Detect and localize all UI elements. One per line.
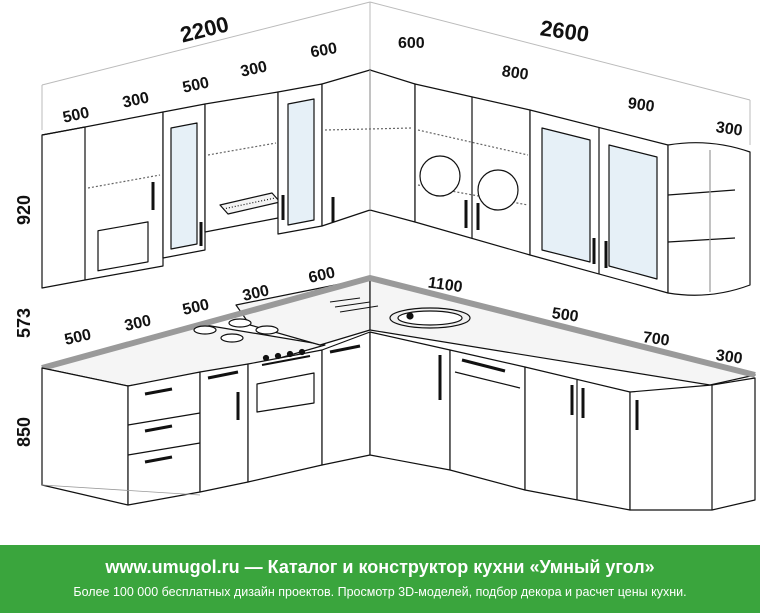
lower-end-cabinet	[629, 377, 756, 511]
oven-door	[256, 372, 315, 413]
dim-lower-corner: 600	[307, 264, 337, 287]
lower-sink-cabinet	[369, 331, 451, 471]
dim-lower-right-4: 300	[715, 347, 744, 368]
dim-upper-left-corner: 600	[309, 40, 338, 61]
dim-lower-left-2: 300	[123, 312, 153, 335]
dim-upper-left-2: 300	[121, 89, 151, 111]
dim-upper-left-4: 300	[239, 58, 269, 80]
upper-corner-cabinet	[321, 69, 416, 227]
banner-title-line: www.umugol.ru — Каталог и конструктор ку…	[0, 556, 760, 578]
dim-lower-height: 850	[14, 417, 34, 447]
dim-upper-right-1: 800	[501, 63, 530, 84]
dim-upper-right-3: 300	[715, 119, 744, 140]
dim-lower-left-4: 300	[241, 282, 271, 305]
dim-upper-left-3: 500	[181, 74, 211, 96]
lower-dishwasher-unit	[449, 349, 526, 491]
kitchen-drawing: 2200 2600 920 573 850 500 300 500 300 60…	[14, 1, 756, 511]
dim-upper-left-1: 500	[61, 104, 91, 126]
dim-lower-right-1: 1100	[427, 275, 464, 297]
plate-icon	[419, 155, 461, 197]
plate-icon	[477, 169, 519, 211]
dim-upper-height: 920	[14, 195, 34, 225]
lower-corner-cabinet	[321, 331, 371, 466]
dim-upper-left-total: 2200	[178, 11, 232, 47]
site-link[interactable]: www.umugol.ru	[105, 557, 240, 577]
dim-lower-right-2: 500	[551, 305, 580, 326]
oven-unit	[247, 349, 323, 483]
dim-upper-right-2: 900	[627, 95, 656, 116]
microwave	[97, 221, 149, 272]
drainboard	[329, 297, 379, 313]
banner-title: Каталог и конструктор кухни «Умный угол»	[267, 557, 655, 577]
dim-lower-left-1: 500	[63, 326, 93, 349]
dim-upper-right-total: 2600	[539, 15, 591, 47]
open-corner-shelf	[667, 142, 751, 296]
lower-drawer-cabinet	[41, 367, 129, 506]
cooktop	[193, 318, 279, 343]
dim-upper-right-corner: 600	[398, 35, 425, 52]
footer-banner: www.umugol.ru — Каталог и конструктор ку…	[0, 545, 760, 613]
dim-counter-gap: 573	[14, 308, 34, 338]
banner-subtitle: Более 100 000 бесплатных дизайн проектов…	[73, 585, 687, 599]
lower-cabinet-under-cooktop	[199, 363, 249, 493]
dim-lower-left-3: 500	[181, 296, 211, 319]
banner-dash: —	[239, 557, 268, 577]
dim-lower-right-3: 700	[642, 329, 671, 350]
